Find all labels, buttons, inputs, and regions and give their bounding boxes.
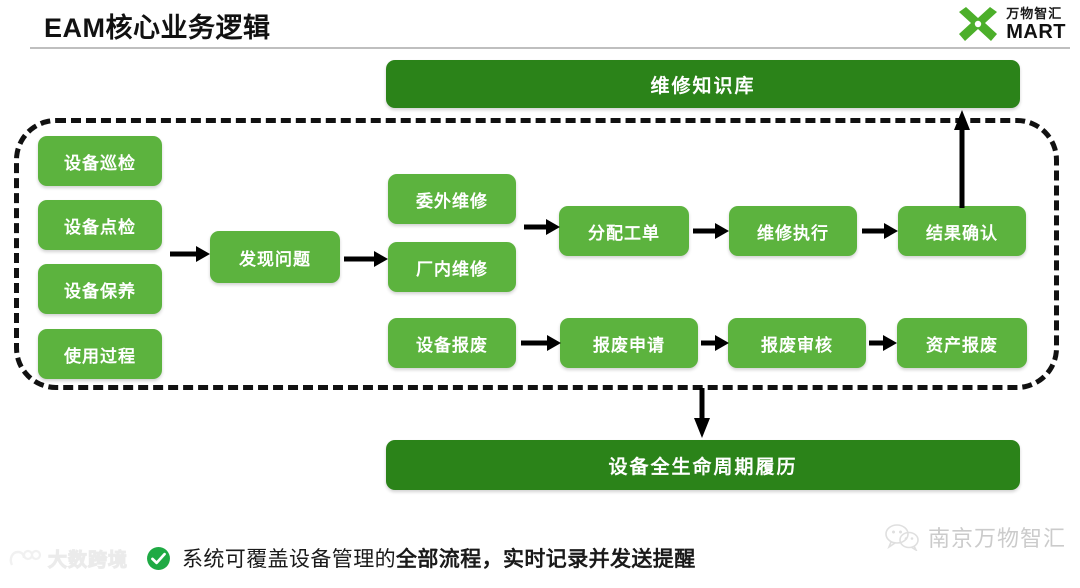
node-scrap-application[interactable]: 报废申请: [560, 318, 698, 368]
arrow-group-to-lifecycle-icon: [692, 388, 712, 440]
process-scope-dashed-border: [14, 118, 1059, 390]
arrow-application-to-review-icon: [701, 334, 731, 352]
banner-knowledge-base: 维修知识库: [386, 60, 1020, 108]
banner-lifecycle-record: 设备全生命周期履历: [386, 440, 1020, 490]
node-repair-execution[interactable]: 维修执行: [729, 206, 857, 256]
dashu-logo-icon: [9, 549, 42, 566]
header-divider: [30, 47, 1070, 49]
node-assign-work-order[interactable]: 分配工单: [559, 206, 689, 256]
node-equipment-inspection[interactable]: 设备巡检: [38, 136, 162, 186]
arrow-assign-to-execution-icon: [693, 222, 731, 240]
arrow-review-to-asset-icon: [869, 334, 899, 352]
arrow-execution-to-confirm-icon: [862, 222, 900, 240]
arrow-repair-to-assign-icon: [524, 218, 562, 236]
node-equipment-scrap[interactable]: 设备报废: [388, 318, 516, 368]
page-title: EAM核心业务逻辑: [44, 13, 271, 43]
watermark-right-text: 南京万物智汇: [927, 526, 1066, 551]
node-result-confirmation[interactable]: 结果确认: [898, 206, 1026, 256]
node-asset-disposal[interactable]: 资产报废: [897, 318, 1027, 368]
node-scrap-review[interactable]: 报废审核: [728, 318, 866, 368]
node-problem-found[interactable]: 发现问题: [210, 231, 340, 283]
x-cross-logo-icon: [959, 7, 998, 41]
arrow-sources-to-problem-icon: [170, 245, 212, 263]
node-equipment-spotcheck[interactable]: 设备点检: [38, 200, 162, 250]
node-outsourced-repair[interactable]: 委外维修: [388, 174, 516, 224]
caption-strong-text: 全部流程，实时记录并发送提醒: [396, 548, 696, 571]
caption-plain-text: 系统可覆盖设备管理的: [182, 548, 396, 571]
logo-english-text: MART: [1006, 20, 1066, 43]
watermark-right: 南京万物智汇: [884, 521, 1066, 553]
watermark-left: 大数跨境: [8, 545, 128, 572]
watermark-left-text: 大数跨境: [47, 550, 129, 572]
arrow-scrap-to-application-icon: [521, 334, 563, 352]
check-circle-icon: [147, 546, 170, 570]
logo-chinese-text: 万物智汇: [1006, 5, 1063, 21]
node-inhouse-repair[interactable]: 厂内维修: [388, 242, 516, 292]
node-usage-process[interactable]: 使用过程: [38, 329, 162, 379]
node-equipment-maintenance[interactable]: 设备保养: [38, 264, 162, 314]
wechat-icon: [885, 524, 919, 551]
caption: 系统可覆盖设备管理的全部流程，实时记录并发送提醒: [146, 543, 696, 573]
brand-logo: 万物智汇 MART: [957, 4, 1066, 44]
arrow-confirm-to-knowledge-base-icon: [952, 108, 972, 208]
arrow-problem-to-repair-icon: [344, 250, 390, 268]
